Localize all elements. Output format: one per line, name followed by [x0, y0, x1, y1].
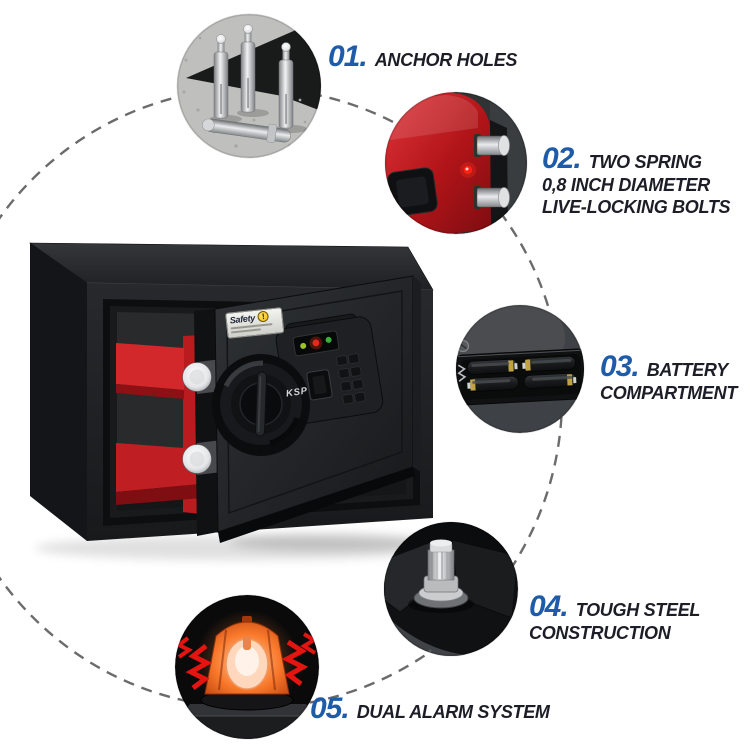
door-module [387, 167, 438, 217]
photo-ring-3 [455, 304, 585, 434]
callout-label-line: ANCHOR HOLES [374, 50, 518, 70]
callout-label-line: COMPARTMENT [600, 383, 738, 403]
photo-ring-4 [383, 521, 519, 657]
safe-door [212, 275, 421, 543]
aa-batteries [467, 356, 577, 392]
steel-bolt-photo [384, 522, 518, 656]
callout-02-locking-bolts: 02. TWO SPRING 0,8 INCH DIAMETER LIVE-LO… [542, 142, 731, 218]
safety-sticker-label: Safety [229, 312, 256, 326]
callout-label-line: LIVE-LOCKING BOLTS [542, 197, 731, 217]
anchor-bolt-group [202, 24, 307, 143]
callout-label-line: TWO SPRING [588, 152, 702, 172]
callout-04-steel-construction: 04. TOUGH STEEL CONSTRUCTION [529, 592, 700, 644]
callout-label-line: CONSTRUCTION [529, 623, 671, 643]
steel-bolt [408, 539, 474, 613]
spring-bolt-top [474, 134, 510, 157]
spring-bolt-bottom [474, 186, 510, 209]
unlock-led-green [300, 342, 307, 349]
callout-01-anchor-holes: 01. ANCHOR HOLES [328, 42, 517, 72]
callout-label-line: 0,8 INCH DIAMETER [542, 175, 710, 195]
alarm-sound-waves [175, 632, 318, 690]
callout-number: 05. [310, 692, 350, 725]
anchor-bolts-photo [177, 14, 321, 158]
warning-icon: ! [257, 310, 270, 323]
door-shadow [230, 533, 430, 551]
safe-product-photo [29, 242, 445, 560]
door-knob [212, 354, 310, 456]
battery-compartment-photo [456, 305, 584, 433]
callout-05-alarm-system: 05. DUAL ALARM SYSTEM [310, 694, 550, 724]
callout-number: 01. [328, 40, 368, 73]
callout-label-line: BATTERY [646, 360, 729, 380]
alarm-siren-photo [175, 595, 319, 739]
photo-ring-5 [174, 594, 320, 740]
callout-label-line: DUAL ALARM SYSTEM [356, 702, 550, 722]
callout-03-battery-compartment: 03. BATTERY COMPARTMENT [600, 352, 737, 404]
callout-number: 02. [542, 142, 582, 175]
sticker-fineprint-line [230, 328, 262, 334]
door-keypad-panel [275, 313, 384, 425]
battery-bay [456, 348, 584, 406]
callout-label-line: TOUGH STEEL [575, 600, 701, 620]
lock-led-green [325, 336, 332, 343]
photo-ring-2 [384, 91, 528, 235]
callout-number: 04. [529, 590, 569, 623]
battery-spring [457, 364, 467, 382]
alert-led-red [312, 339, 320, 347]
photo-ring-1 [176, 13, 322, 159]
keypad-buttons [336, 353, 366, 405]
siren-dome [204, 616, 290, 695]
callout-number: 03. [600, 350, 640, 383]
